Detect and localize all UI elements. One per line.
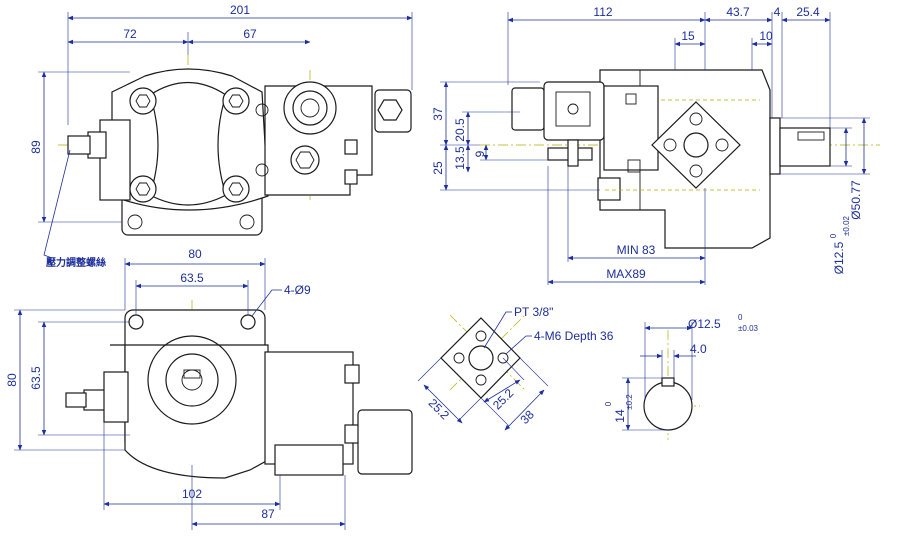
- label-pt-thread: PT 3/8": [514, 305, 553, 319]
- shaft-section: [643, 381, 693, 431]
- tol-shaft-upper: 0: [829, 233, 838, 238]
- shaft-key: [661, 377, 675, 387]
- side-view: 112 43.7 4 25.4 15 10 37 25 20.5 13.5 9 …: [431, 5, 880, 285]
- adjust-screw: [67, 135, 91, 155]
- dim-201: 201: [230, 3, 250, 17]
- dim-80-top: 80: [188, 247, 202, 261]
- dim-max-89: MAX89: [606, 267, 646, 281]
- dim-key-height: 14: [613, 409, 627, 423]
- dim-25-4: 25.4: [796, 5, 820, 19]
- callout-pressure-screw: 壓力調整螺絲: [46, 256, 106, 269]
- drive-shaft: [779, 127, 831, 167]
- bottom-view: 80 63.5 4-Ø9 80 63.5 102 87: [5, 247, 413, 530]
- dim-key-width: 4.0: [690, 342, 707, 356]
- dim-9: 9: [473, 150, 487, 157]
- tol-shaft-lower: ±0.02: [842, 215, 851, 236]
- shaft-key-detail: Ø12.5 0 ±0.03 4.0 14 0 ±0.2: [604, 313, 759, 440]
- tol-h-lower: ±0.2: [625, 394, 634, 410]
- solenoid-bottom: [357, 409, 413, 475]
- valve-block: [603, 85, 659, 171]
- dim-13-5: 13.5: [453, 146, 467, 170]
- bolt: [222, 175, 250, 203]
- mount-flange: [769, 117, 781, 175]
- dim-38: 38: [517, 407, 537, 427]
- dim-4: 4: [774, 5, 781, 19]
- dim-87: 87: [261, 507, 275, 521]
- bolt: [129, 87, 157, 115]
- tol-h-upper: 0: [604, 401, 613, 406]
- dim-shaft-dia: Ø12.5: [832, 241, 846, 274]
- port-flange-detail: PT 3/8" 4-M6 Depth 36 25.2 25.2 38: [417, 305, 614, 431]
- dim-25-2-a: 25.2: [426, 396, 453, 423]
- front-view: 201 72 67 89 壓力調整螺絲: [29, 3, 413, 269]
- dim-43-7: 43.7: [726, 5, 750, 19]
- label-holes-4-d9: 4-Ø9: [284, 283, 311, 297]
- dim-63-5-left: 63.5: [29, 366, 43, 390]
- dim-102: 102: [182, 487, 202, 501]
- dim-63-5-top: 63.5: [180, 271, 204, 285]
- dim-shaft-key-dia: Ø12.5: [688, 317, 721, 331]
- dim-20-5: 20.5: [453, 118, 467, 142]
- solenoid-coil: [543, 81, 605, 141]
- dim-25: 25: [431, 161, 445, 175]
- dim-67: 67: [243, 27, 257, 41]
- dim-10: 10: [759, 29, 773, 43]
- dim-80-left: 80: [5, 373, 19, 387]
- dim-25-2-b: 25.2: [490, 386, 517, 413]
- port-flange-side: [651, 101, 741, 189]
- label-m6-holes: 4-M6 Depth 36: [534, 329, 614, 343]
- dim-89: 89: [29, 140, 43, 154]
- dim-37: 37: [431, 107, 445, 121]
- lower-boss: [597, 177, 621, 201]
- dim-min-83: MIN 83: [617, 243, 656, 257]
- adjust-screw-nut: [87, 131, 107, 159]
- bolt: [222, 87, 250, 115]
- bolt: [129, 175, 157, 203]
- tol-key-upper: 0: [738, 313, 743, 322]
- dim-112: 112: [593, 5, 612, 19]
- dim-72: 72: [123, 27, 137, 41]
- dim-flange-dia: Ø50.77: [849, 180, 863, 220]
- solenoid-cap: [511, 87, 545, 131]
- dim-15: 15: [681, 29, 695, 43]
- tol-key-lower: ±0.03: [738, 324, 759, 333]
- port-boss: [283, 81, 337, 135]
